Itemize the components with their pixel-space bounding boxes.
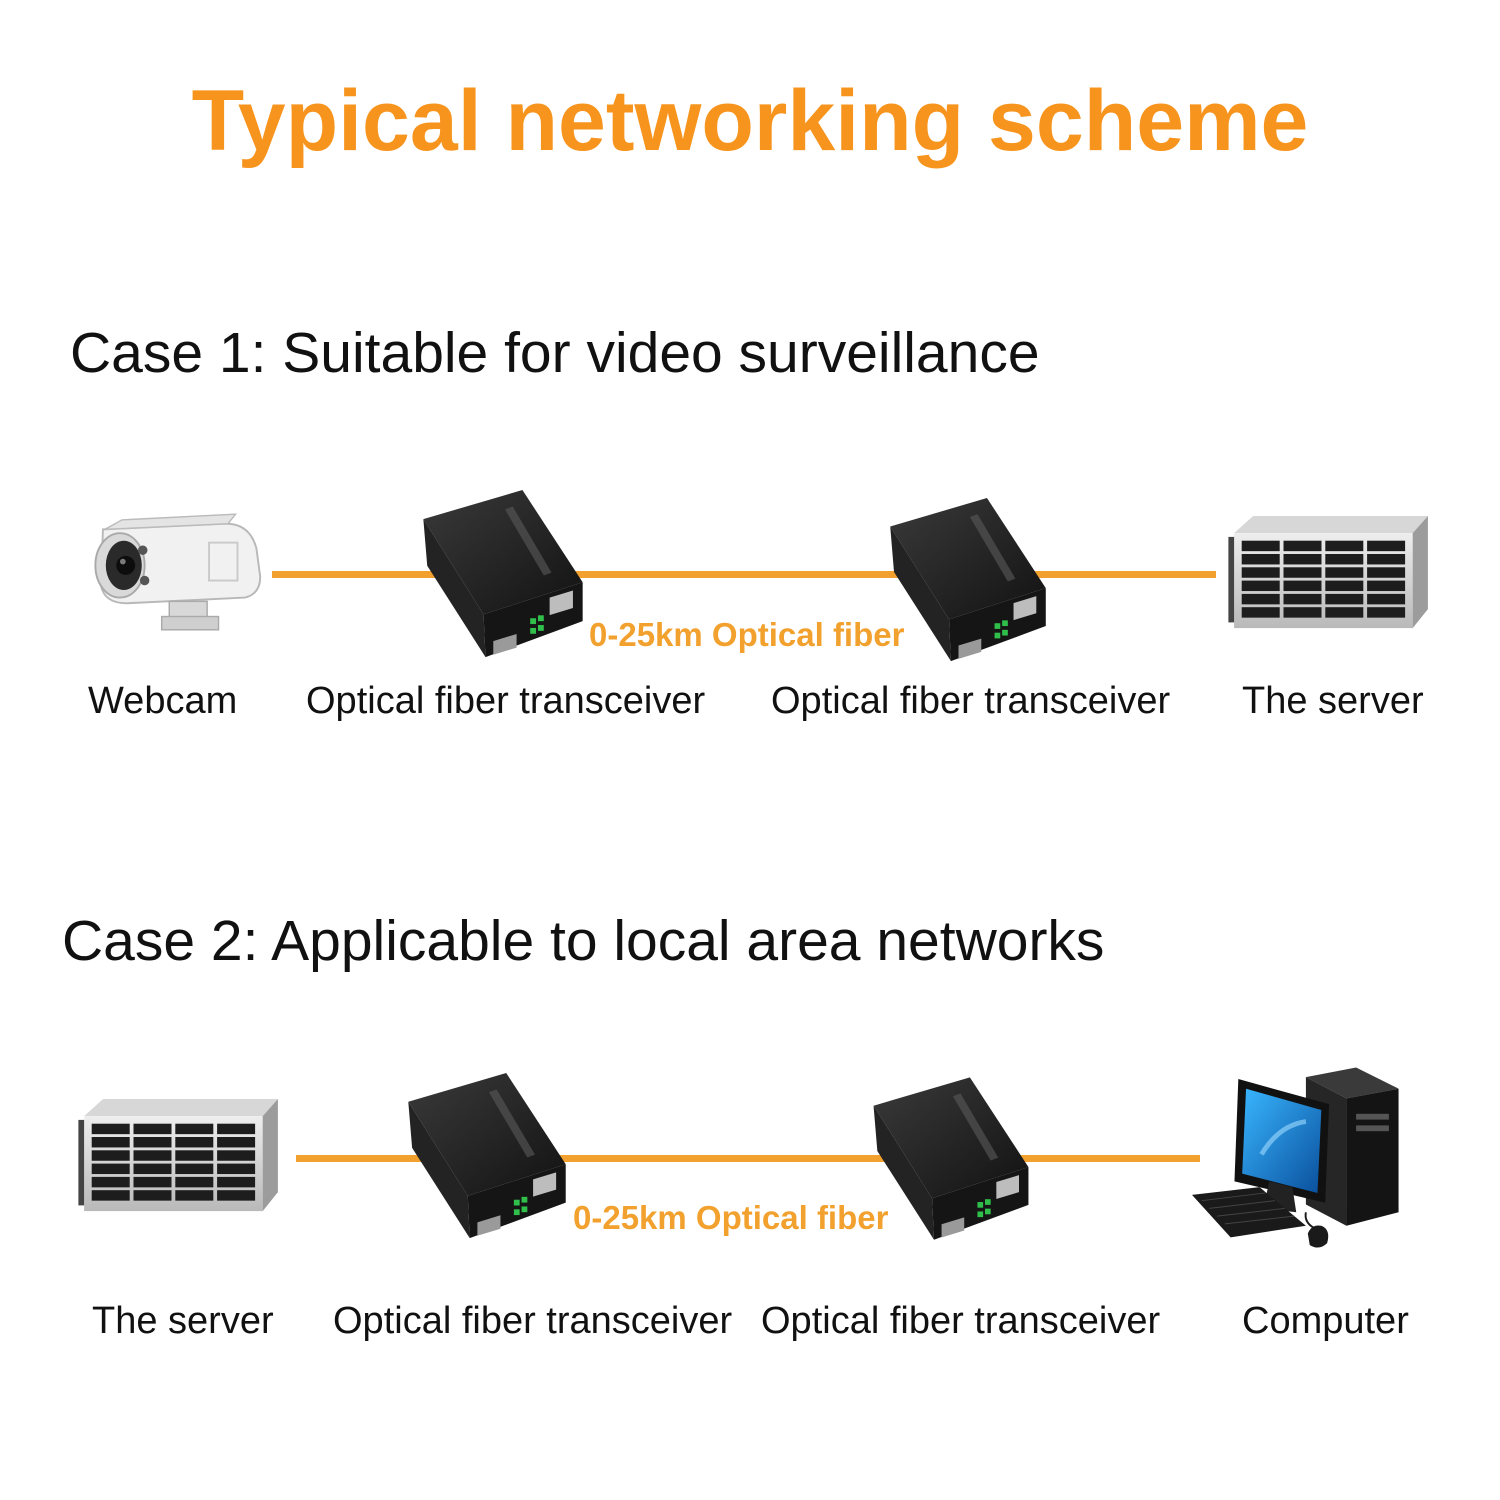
node-label: Optical fiber transceiver bbox=[333, 1300, 733, 1342]
node-label: The server bbox=[1242, 680, 1424, 722]
node-label: Webcam bbox=[88, 680, 238, 722]
camera-icon bbox=[84, 510, 264, 634]
media-converter-icon bbox=[866, 1077, 1036, 1243]
node-label: The server bbox=[92, 1300, 274, 1342]
fiber-link bbox=[560, 571, 920, 578]
case-1-diagram: 0-25km Optical fiber bbox=[0, 490, 1500, 660]
server-icon bbox=[1224, 516, 1438, 630]
node-label: Optical fiber transceiver bbox=[306, 680, 706, 722]
link-camera-to-converter bbox=[272, 571, 442, 578]
node-label: Computer bbox=[1242, 1300, 1409, 1342]
fiber-distance-label: 0-25km Optical fiber bbox=[573, 1199, 889, 1236]
link-server-to-converter bbox=[296, 1155, 426, 1162]
fiber-distance-label: 0-25km Optical fiber bbox=[589, 616, 905, 653]
node-label: Optical fiber transceiver bbox=[771, 680, 1171, 722]
link-converter-to-server bbox=[1030, 571, 1216, 578]
link-converter-to-computer bbox=[1010, 1155, 1200, 1162]
case-2-heading: Case 2: Applicable to local area network… bbox=[62, 909, 1105, 973]
case-2-diagram: 0-25km Optical fiber bbox=[0, 1065, 1500, 1235]
media-converter-icon bbox=[400, 1073, 574, 1241]
media-converter-icon bbox=[414, 490, 592, 660]
fiber-link bbox=[548, 1155, 904, 1162]
node-label: Optical fiber transceiver bbox=[761, 1300, 1161, 1342]
media-converter-icon bbox=[882, 498, 1054, 664]
case-1-heading: Case 1: Suitable for video surveillance bbox=[70, 321, 1040, 385]
server-icon bbox=[74, 1099, 288, 1213]
page-title: Typical networking scheme bbox=[191, 73, 1309, 169]
computer-icon bbox=[1192, 1067, 1414, 1261]
